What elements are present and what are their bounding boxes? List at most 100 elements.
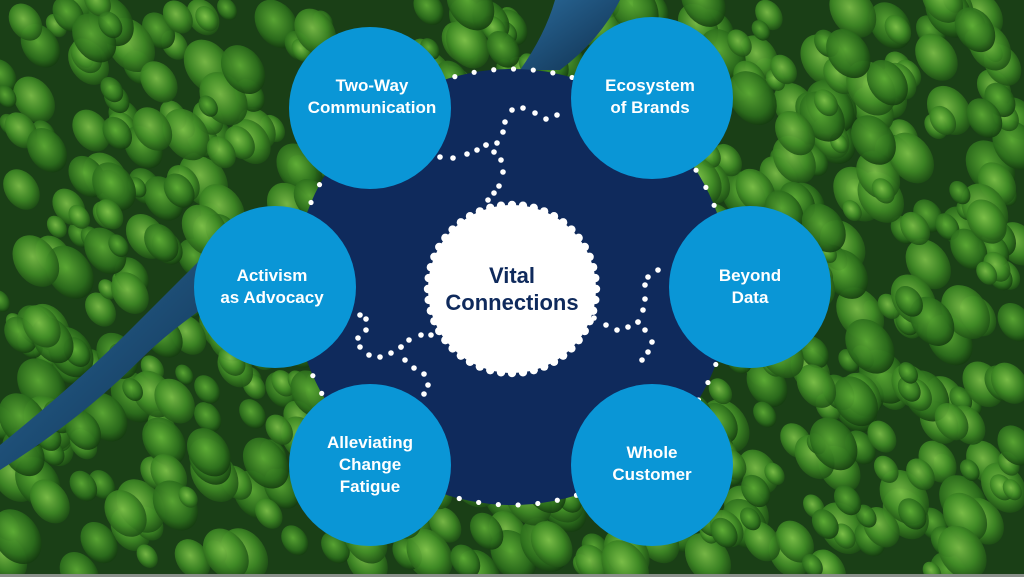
tree xyxy=(775,110,816,156)
tree xyxy=(708,378,733,405)
tree xyxy=(68,204,91,229)
bubble-whole-customer xyxy=(571,384,733,546)
center-scallop xyxy=(549,357,559,366)
tree xyxy=(530,521,573,568)
node-whole-customer[interactable]: Whole Customer xyxy=(572,442,732,486)
tree xyxy=(470,512,504,550)
tree xyxy=(873,455,899,483)
tree xyxy=(681,0,726,27)
tree xyxy=(8,3,43,41)
tree xyxy=(3,169,40,210)
connector-dot xyxy=(642,327,648,333)
connector-dot xyxy=(363,316,369,322)
connector-dot xyxy=(377,354,383,360)
tree xyxy=(194,402,222,433)
node-line: Customer xyxy=(612,465,692,484)
connector-dot xyxy=(603,322,609,328)
tree xyxy=(992,120,1024,170)
connector-dot xyxy=(509,107,515,113)
tree xyxy=(46,215,67,238)
connector-dot xyxy=(402,357,408,363)
connector-dot xyxy=(421,391,427,397)
tree xyxy=(934,403,969,441)
node-activism-as-advocacy[interactable]: Activism as Advocacy xyxy=(192,265,352,309)
connector-dot xyxy=(543,116,549,122)
tree xyxy=(175,364,194,385)
hub-border-dot xyxy=(705,379,711,386)
hub-border-dot xyxy=(713,361,719,368)
tree xyxy=(871,178,895,204)
node-line: Change xyxy=(338,455,402,474)
tree xyxy=(281,525,309,556)
dotted-connectors xyxy=(355,105,661,397)
hub-border-dot xyxy=(711,202,717,208)
tree xyxy=(0,290,10,312)
connector-dot xyxy=(491,190,497,196)
connector-dot xyxy=(645,274,651,280)
tree xyxy=(194,375,220,404)
tree xyxy=(154,378,195,424)
center-scallop xyxy=(591,295,600,305)
center-scallop xyxy=(486,203,495,213)
center-scallop xyxy=(486,365,495,375)
center-scallop xyxy=(441,233,450,243)
hub-border-dot xyxy=(456,495,462,502)
node-line: Beyond xyxy=(718,266,782,285)
center-scallop xyxy=(585,252,594,262)
connector-dot xyxy=(450,155,456,161)
tree xyxy=(966,98,1003,138)
tree xyxy=(220,45,266,95)
hub-border-dot xyxy=(530,67,536,73)
tree xyxy=(450,544,481,577)
node-alleviating-change-fatigue[interactable]: Alleviating Change Fatigue xyxy=(290,432,450,498)
tree xyxy=(888,132,934,184)
center-scallop xyxy=(496,368,506,377)
node-line: Whole xyxy=(626,443,678,462)
tree xyxy=(446,20,490,69)
center-scallop xyxy=(580,326,589,336)
tree xyxy=(186,428,231,477)
center-scallop xyxy=(456,351,466,360)
tree xyxy=(108,234,129,258)
node-two-way-communication[interactable]: Two-Way Communication xyxy=(292,75,452,119)
connector-dot xyxy=(474,147,480,153)
center-scallop xyxy=(585,316,594,326)
river-left xyxy=(0,255,215,470)
connector-dot xyxy=(491,149,497,155)
center-scallop xyxy=(465,212,475,221)
tree xyxy=(132,107,173,151)
center-scallop xyxy=(567,225,576,234)
center-scallop xyxy=(580,242,589,252)
tree xyxy=(12,235,60,287)
center-scallop xyxy=(475,362,485,371)
tree xyxy=(770,54,797,85)
tree xyxy=(69,470,98,502)
connector-dot xyxy=(437,154,443,160)
tree xyxy=(136,544,158,568)
center-scallop xyxy=(558,218,568,227)
tree xyxy=(884,14,912,45)
center-scallop xyxy=(426,263,436,272)
node-beyond-data[interactable]: Beyond Data xyxy=(670,265,830,309)
tree xyxy=(0,509,42,565)
node-ecosystem-of-brands[interactable]: Ecosystem of Brands xyxy=(570,75,730,119)
tree xyxy=(140,61,178,103)
center-scallop xyxy=(539,207,549,216)
hub-border-dot xyxy=(310,373,316,379)
tree xyxy=(254,498,283,529)
center-scallop xyxy=(591,284,601,294)
tree xyxy=(811,509,839,539)
tree xyxy=(842,200,862,222)
center-scallop xyxy=(441,335,450,345)
tree xyxy=(753,401,777,428)
connector-dot xyxy=(406,337,412,343)
tree xyxy=(741,474,771,508)
tree xyxy=(206,136,236,169)
center-scallop xyxy=(424,295,433,305)
center-circle xyxy=(423,200,601,378)
center-scallop xyxy=(475,207,485,216)
tree xyxy=(575,544,610,577)
tree xyxy=(966,199,1007,244)
tree xyxy=(921,0,964,23)
